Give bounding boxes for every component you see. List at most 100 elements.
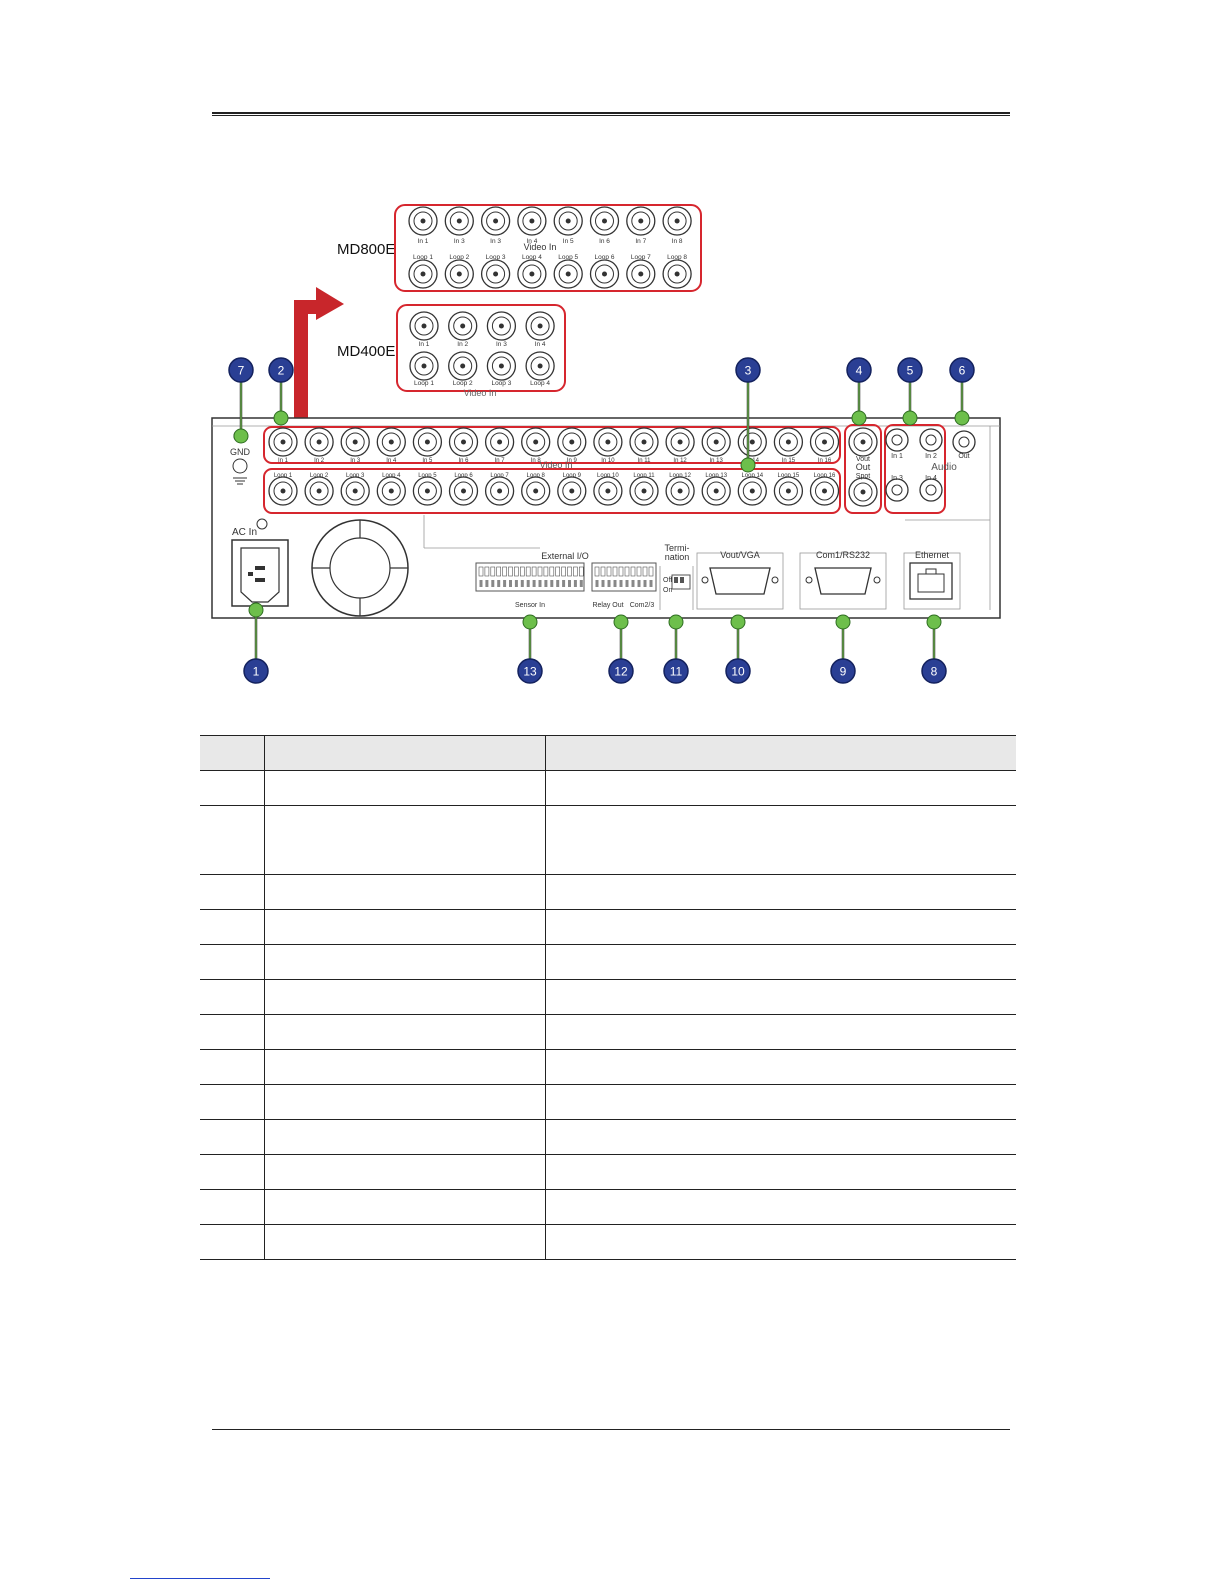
audio-in-jack (885, 428, 909, 452)
spot-out-highlight (844, 424, 882, 514)
md800e-loop-label: Loop 7 (631, 254, 651, 261)
table-row (200, 979, 1016, 1015)
callout-marker (517, 658, 543, 684)
table-cell (545, 1084, 1016, 1120)
table-cell (200, 1189, 265, 1225)
table-row (200, 944, 1016, 980)
audio-out-label: Out (958, 453, 969, 460)
table-header-cell (545, 735, 1016, 771)
rs232-port (814, 567, 872, 595)
callout-marker (897, 357, 923, 383)
table-cell (545, 909, 1016, 945)
connector-table (200, 735, 1016, 1260)
table-cell (200, 944, 265, 980)
callout-anchor (926, 614, 942, 630)
table-header-cell (200, 735, 265, 771)
table-cell (264, 805, 546, 875)
table-row (200, 874, 1016, 910)
video-in-connector (557, 427, 587, 457)
callout-anchor (248, 602, 264, 618)
md400e-in-connector (409, 311, 439, 341)
callout-number: 11 (670, 665, 683, 679)
video-in-connector (484, 427, 515, 457)
video-loop-label: Loop 16 (814, 473, 836, 479)
md800e-loop-connector (626, 259, 656, 289)
table-cell (264, 1154, 546, 1190)
md800e-loop-connector (589, 259, 620, 289)
video-loop-connector (665, 476, 695, 506)
md800e-loop-label: Loop 4 (522, 254, 542, 261)
video-loop-connector (304, 476, 334, 506)
callout-anchor (851, 410, 867, 426)
table-cell (264, 1224, 546, 1260)
table-row (200, 1154, 1016, 1190)
md400e-loop-connector (525, 351, 555, 381)
table-row (200, 909, 1016, 945)
term-off-label: Off (663, 577, 672, 584)
callout-anchor (522, 614, 538, 630)
table-cell (200, 1049, 265, 1085)
table-row (200, 1224, 1016, 1260)
table-cell (264, 1084, 546, 1120)
video-in-connector (593, 427, 623, 457)
md800e-loop-label: Loop 8 (667, 254, 687, 261)
md800e-loop-label: Loop 6 (595, 254, 615, 261)
audio-in-jack (885, 478, 909, 502)
table-cell (200, 1084, 265, 1120)
table-cell (264, 1049, 546, 1085)
callout-anchor (233, 428, 249, 444)
md800e-in-label: In 5 (563, 238, 574, 245)
video-loop-label: Loop 1 (274, 473, 293, 479)
table-row (200, 1049, 1016, 1085)
video-in-label: In 13 (710, 458, 724, 464)
video-loop-connector (737, 476, 767, 506)
video-in-connector (773, 427, 804, 457)
relay-out-label: Relay Out (592, 602, 623, 609)
video-in-connector (412, 427, 443, 457)
video-loop-label: Loop 10 (597, 473, 619, 479)
md400e-loop-connector (486, 351, 517, 381)
callout-marker (830, 658, 856, 684)
table-cell (264, 979, 546, 1015)
table-row (200, 805, 1016, 875)
callout-anchor (954, 410, 970, 426)
video-in-label: In 3 (350, 458, 361, 464)
video-in-connector (448, 427, 479, 457)
table-cell (264, 1189, 546, 1225)
video-loop-connector (412, 476, 443, 506)
table-row (200, 1014, 1016, 1050)
callout-anchor (740, 457, 756, 473)
variant-arrow (294, 287, 344, 420)
video-loop-connector (593, 476, 623, 506)
md400e-in-connector (525, 311, 555, 341)
audio-label: Audio (931, 462, 957, 473)
table-cell (545, 770, 1016, 806)
audio-in-label: In 2 (925, 453, 937, 460)
vga-port (709, 567, 771, 595)
video-loop-label: Loop 4 (382, 473, 401, 479)
table-cell (200, 770, 265, 806)
md800e-loop-connector (517, 259, 547, 289)
video-loop-label: Loop 14 (741, 473, 763, 479)
video-loop-connector (448, 476, 479, 506)
video-loop-connector (629, 476, 659, 506)
md800e-in-label: In 3 (490, 238, 501, 245)
table-cell (200, 979, 265, 1015)
callout-number: 2 (278, 364, 285, 378)
video-in-connector (665, 427, 695, 457)
callout-anchor (613, 614, 629, 630)
termination-label-1: Termi- (665, 543, 690, 553)
md800e-in-label: In 7 (635, 238, 646, 245)
video-in-label: In 2 (314, 458, 325, 464)
table-cell (200, 1119, 265, 1155)
md400e-loop-connector (448, 351, 478, 381)
audio-in-jack (919, 428, 943, 452)
video-loop-label: Loop 3 (346, 473, 365, 479)
table-cell (200, 1014, 265, 1050)
callout-anchor (730, 614, 746, 630)
video-in-label: In 8 (531, 458, 542, 464)
video-loop-label: Loop 15 (778, 473, 800, 479)
md800e-in-connector (553, 206, 583, 236)
md800e-loop-connector (480, 259, 511, 289)
